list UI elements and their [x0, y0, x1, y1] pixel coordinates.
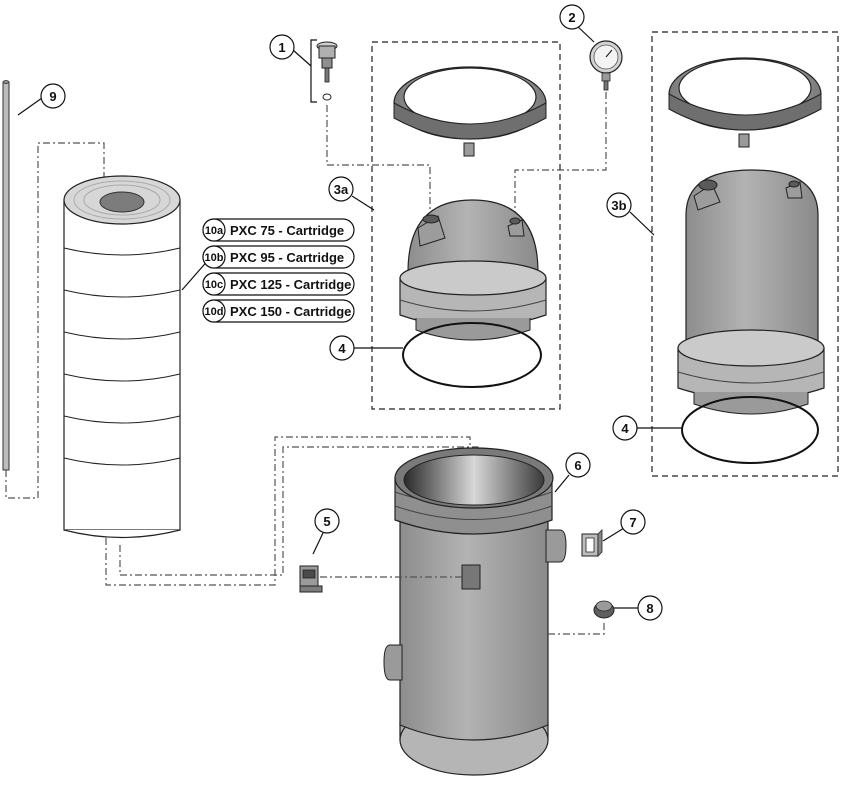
cartridge-label-10a: 10a PXC 75 - Cartridge — [202, 218, 355, 242]
svg-text:9: 9 — [49, 89, 56, 104]
callout-3a: 3a — [328, 176, 354, 202]
svg-text:4: 4 — [338, 341, 346, 356]
callout-6: 6 — [565, 452, 591, 478]
pressure-gauge — [589, 40, 623, 91]
svg-text:6: 6 — [574, 458, 581, 473]
callout-4b: 4 — [612, 415, 638, 441]
svg-text:1: 1 — [278, 40, 285, 55]
filter-lid-3a — [399, 199, 547, 341]
callout-1: 1 — [269, 34, 295, 60]
filter-tank-body — [383, 447, 567, 776]
callout-8: 8 — [637, 595, 663, 621]
cartridge-label-list: 10a PXC 75 - Cartridge 10b PXC 95 - Cart… — [202, 218, 355, 323]
svg-text:PXC 95 - Cartridge: PXC 95 - Cartridge — [230, 250, 344, 265]
callout-7: 7 — [620, 509, 646, 535]
svg-text:3a: 3a — [334, 182, 349, 197]
svg-text:5: 5 — [323, 514, 330, 529]
svg-text:PXC 75 - Cartridge: PXC 75 - Cartridge — [230, 223, 344, 238]
retaining-bracket — [581, 529, 603, 557]
svg-text:8: 8 — [646, 601, 653, 616]
svg-text:3b: 3b — [611, 198, 626, 213]
callout-9: 9 — [40, 83, 66, 109]
cartridge-label-10c: 10c PXC 125 - Cartridge — [202, 272, 355, 296]
callout-5: 5 — [314, 508, 340, 534]
svg-text:4: 4 — [621, 421, 629, 436]
assembly-3b-box — [651, 31, 839, 477]
locking-ring-3b — [668, 57, 822, 148]
assembly-3a-box — [371, 41, 561, 410]
cartridge-label-10b: 10b PXC 95 - Cartridge — [202, 245, 355, 269]
svg-text:PXC 150 - Cartridge: PXC 150 - Cartridge — [230, 304, 351, 319]
svg-text:10b: 10b — [205, 252, 224, 264]
svg-text:7: 7 — [629, 515, 636, 530]
plug-assembly-line — [548, 620, 605, 635]
callout-4a: 4 — [329, 335, 355, 361]
o-ring-4a — [402, 322, 542, 388]
air-relief-tube — [2, 80, 10, 471]
valve-assembly-line — [326, 105, 431, 215]
latch-clip — [299, 565, 323, 593]
svg-text:10c: 10c — [205, 279, 223, 291]
cartridge-label-10d: 10d PXC 150 - Cartridge — [202, 299, 355, 323]
callout-2: 2 — [559, 4, 585, 30]
locking-ring-3a — [393, 66, 547, 157]
drain-plug — [593, 600, 615, 619]
svg-text:10d: 10d — [205, 306, 224, 318]
filter-lid-3b — [677, 169, 825, 415]
svg-text:2: 2 — [568, 10, 575, 25]
air-relief-valve — [316, 41, 338, 101]
callout-3b: 3b — [606, 192, 632, 218]
filter-cartridge — [63, 175, 181, 539]
o-ring-4b — [681, 396, 819, 464]
svg-text:10a: 10a — [205, 225, 224, 237]
svg-text:PXC 125 - Cartridge: PXC 125 - Cartridge — [230, 277, 351, 292]
